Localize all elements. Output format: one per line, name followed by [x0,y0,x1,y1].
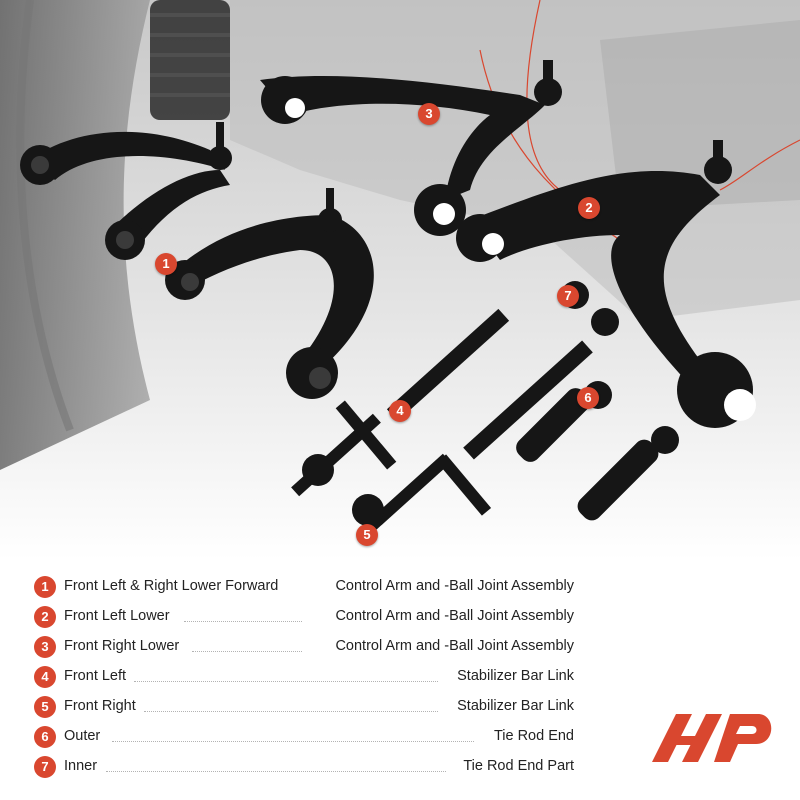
item-position: Inner [64,758,98,774]
item-number-badge: 5 [34,696,56,718]
callout-1: 1 [155,253,177,275]
callout-2: 2 [578,197,600,219]
tire-shape [0,0,150,470]
item-number-badge: 3 [34,636,56,658]
item-position: Front Right [64,698,136,714]
item-number-badge: 4 [34,666,56,688]
item-number-badge: 6 [34,726,56,748]
list-item: 4 Front Left Stabilizer Bar Link [34,664,574,690]
leader-line [192,651,302,652]
list-item: 5 Front Right Stabilizer Bar Link [34,694,574,720]
list-item: 2 Front Left Lower Control Arm and -Ball… [34,604,574,630]
callout-3: 3 [418,103,440,125]
list-item: 6 Outer Tie Rod End [34,724,574,750]
leader-line [134,681,438,682]
item-part-name: Stabilizer Bar Link [457,668,574,684]
coil-spring-boot [150,0,230,120]
control-arm-2 [456,140,756,428]
item-part-name: Stabilizer Bar Link [457,698,574,714]
callout-5: 5 [356,524,378,546]
leader-line [184,621,302,622]
list-item: 3 Front Right Lower Control Arm and -Bal… [34,634,574,660]
suspension-parts-illustration [0,0,800,560]
product-photo: 1 2 3 4 5 6 7 [0,0,800,560]
item-position: Front Left Lower [64,608,170,624]
item-position: Front Left & Right Lower Forward [64,578,279,594]
item-number-badge: 7 [34,756,56,778]
item-part-name: Control Arm and -Ball Joint Assembly [335,638,574,654]
callout-4: 4 [389,400,411,422]
list-item: 7 Inner Tie Rod End Part [34,754,574,780]
item-number-badge: 2 [34,606,56,628]
item-part-name: Tie Rod End [493,728,574,744]
callout-7: 7 [557,285,579,307]
leader-line [144,711,438,712]
item-number-badge: 1 [34,576,56,598]
list-item: 1 Front Left & Right Lower Forward Contr… [34,574,574,600]
item-part-name: Control Arm and -Ball Joint Assembly [335,608,574,624]
callout-6: 6 [577,387,599,409]
item-position: Front Right Lower [64,638,180,654]
leader-line [106,771,446,772]
leader-line [112,741,474,742]
item-part-name: Tie Rod End Part [463,758,574,774]
item-position: Front Left [64,668,127,684]
control-arm-3 [260,60,562,236]
item-position: Outer [64,728,101,744]
item-part-name: Control Arm and -Ball Joint Assembly [335,578,574,594]
stabilizer-links-4-5 [291,400,492,537]
a-premium-logo-icon [648,708,776,766]
